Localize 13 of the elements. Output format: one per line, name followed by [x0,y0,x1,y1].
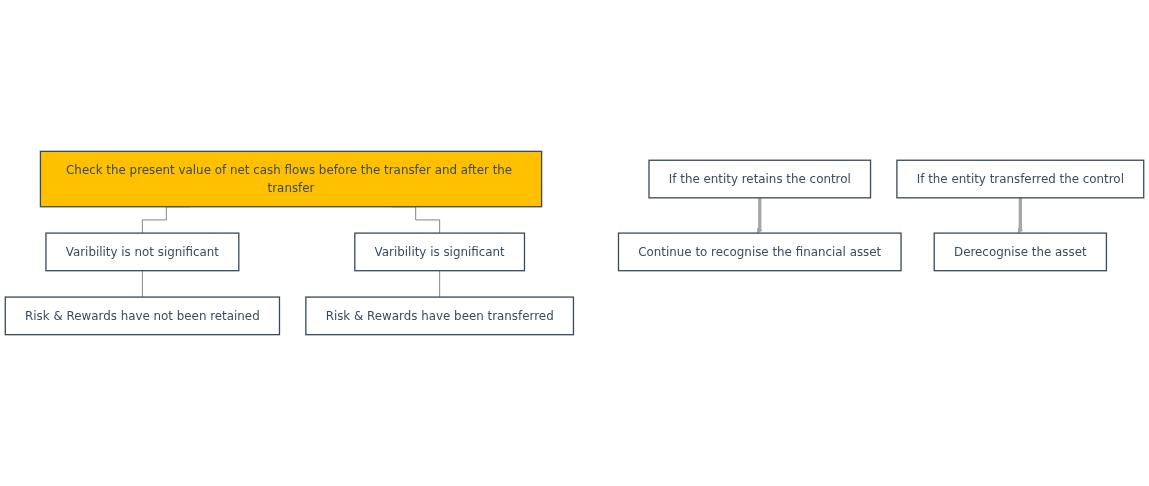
arrow [1017,196,1024,234]
node-box: Risk & Rewards have been transferred [305,296,575,336]
node-box: If the entity transferred the control [896,159,1145,199]
node-box: Varibility is significant [354,232,526,272]
node-box: Check the present value of net cash flows before the transfer and after the transfer [39,150,543,208]
arrow [756,196,763,234]
connector [439,270,440,298]
connector [142,270,143,298]
node-box: Risk & Rewards have not been retained [4,296,281,336]
node-box: If the entity retains the control [648,159,872,199]
node-box: Derecognise the asset [933,232,1108,272]
node-box: Continue to recognise the financial asset [617,232,902,272]
node-box: Varibility is not significant [45,232,240,272]
